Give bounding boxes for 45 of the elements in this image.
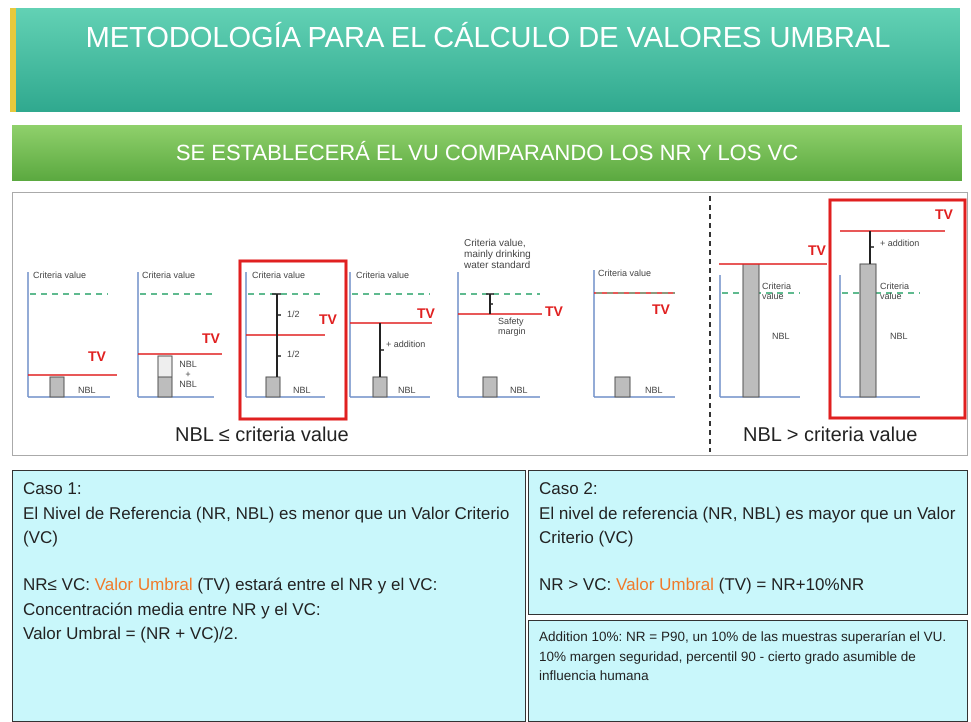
threshold-label: TV <box>88 349 106 363</box>
chart-label: 1/2 <box>287 349 300 359</box>
case-text: NR > VC: Valor Umbral (TV) = NR+10%NR <box>539 574 866 596</box>
chart-label: + addition <box>386 339 426 349</box>
subtitle-banner: SE ESTABLECERÁ EL VU COMPARANDO LOS NR Y LOS VC <box>12 125 962 181</box>
case-heading: Caso 2: <box>539 478 599 500</box>
figure-caption: NBL > criteria value <box>743 424 918 446</box>
case-box <box>528 470 968 615</box>
chart-label: Criteria value <box>356 270 410 280</box>
case-text: El nivel de referencia (NR, NBL) es mayor que un Valor Criterio (VC) <box>539 502 956 550</box>
chart-label: Criteria value, mainly drinking water standard <box>464 238 532 271</box>
chart-label: NBL <box>78 385 96 395</box>
chart-label: 1/2 <box>287 309 300 319</box>
chart-label: NBL <box>398 385 416 395</box>
chart-label: Criteria value <box>598 268 652 278</box>
threshold-label: TV <box>545 304 563 318</box>
case-text: NR≤ VC: Valor Umbral (TV) estará entre el NR y el VC: <box>23 574 438 596</box>
case-heading: Caso 1: <box>23 478 83 500</box>
note-box <box>528 620 968 722</box>
case-text: Concentración media entre NR y el VC: <box>23 598 322 621</box>
case-text: 10% margen seguridad, percentil 90 - cierto grado asumible de influencia humana <box>539 648 917 686</box>
threshold-label: TV <box>808 243 826 257</box>
chart-label: Criteria value <box>762 281 792 301</box>
case-text: Addition 10%: NR = P90, un 10% de las muestras superarían el VU. <box>539 628 948 646</box>
threshold-label: TV <box>417 306 435 320</box>
figure-caption: NBL ≤ criteria value <box>175 424 349 446</box>
slide-title: METODOLOGÍA PARA EL CÁLCULO DE VALORES UMBRAL <box>10 8 960 112</box>
threshold-label: TV <box>202 331 220 345</box>
chart-label: Criteria value <box>142 270 196 280</box>
chart-label: NBL <box>293 385 311 395</box>
case-text: El Nivel de Referencia (NR, NBL) es menor que un Valor Criterio (VC) <box>23 502 510 550</box>
chart-label: Criteria value <box>880 281 910 301</box>
chart-label: NBL <box>645 385 663 395</box>
case-box <box>12 470 526 722</box>
chart-label: Criteria value <box>33 270 86 280</box>
chart-label: NBL <box>510 385 528 395</box>
chart-label: + addition <box>880 238 920 248</box>
chart-label: NBL + NBL <box>178 359 198 389</box>
case-text: Valor Umbral = (NR + VC)/2. <box>23 623 240 646</box>
chart-label: Criteria value <box>252 270 306 280</box>
threshold-label: TV <box>652 302 670 316</box>
chart-label: NBL <box>772 331 790 341</box>
threshold-label: TV <box>935 207 953 221</box>
threshold-label: TV <box>319 312 337 326</box>
chart-label: NBL <box>890 331 908 341</box>
